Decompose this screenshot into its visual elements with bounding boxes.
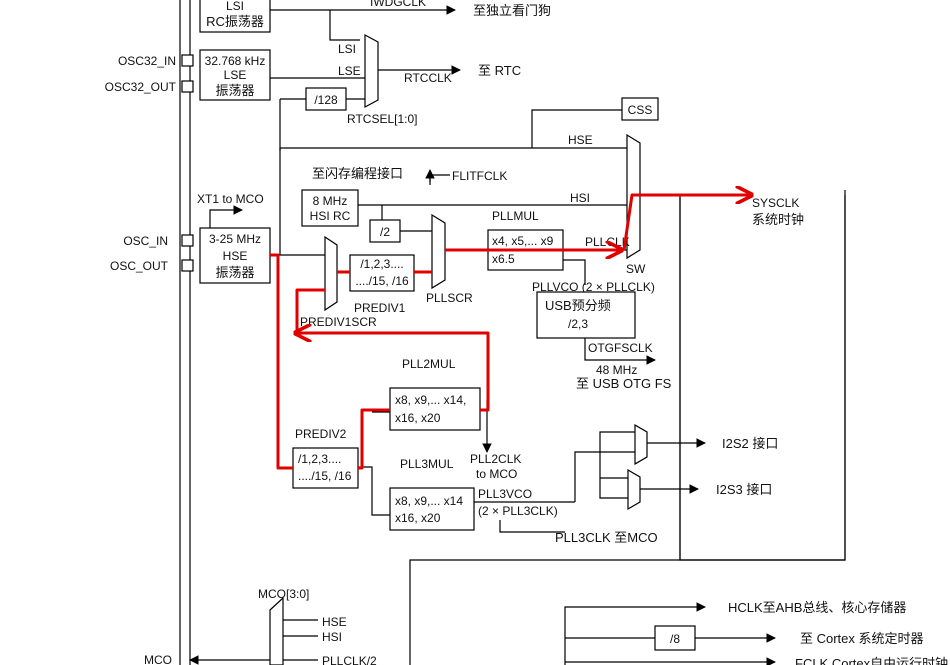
svg-text:SW: SW	[626, 262, 646, 276]
div8-block: /8	[654, 625, 696, 651]
mco-mux: MCO[3:0] HSE HSI PLLCLK/2	[258, 587, 377, 665]
xt1-mco-label: XT1 to MCO	[197, 192, 264, 206]
iwdg-dest-label: 至独立看门狗	[473, 3, 551, 18]
svg-text:PLLSCR: PLLSCR	[426, 291, 473, 305]
i2s2-mux	[634, 423, 648, 466]
svg-text:..../15, /16: ..../15, /16	[298, 469, 352, 483]
svg-text:OSC_IN: OSC_IN	[123, 234, 168, 248]
i2s3-mux	[627, 468, 641, 511]
svg-text:PLL3MUL: PLL3MUL	[400, 457, 454, 471]
svg-text:MCO: MCO	[144, 653, 172, 665]
prediv1-mux: PREDIV1SCR	[300, 235, 377, 329]
svg-text:HSE: HSE	[322, 615, 347, 629]
svg-text:HSI RC: HSI RC	[310, 209, 351, 223]
sysclk-label: SYSCLK	[752, 196, 799, 210]
pll3clk-mco-label: PLL3CLK 至MCO	[555, 530, 658, 545]
svg-text:HSI: HSI	[322, 630, 342, 644]
svg-text:LSI: LSI	[226, 0, 244, 13]
usb-dest-label: 至 USB OTG FS	[576, 376, 672, 391]
svg-text:..../15, /16: ..../15, /16	[355, 274, 409, 288]
svg-text:PREDIV2: PREDIV2	[295, 427, 347, 441]
usb-prescaler-block: USB预分频 /2,3	[536, 291, 636, 339]
svg-text:x6.5: x6.5	[492, 252, 515, 266]
svg-text:/2: /2	[380, 225, 390, 239]
pin-osc-in: OSC_IN	[123, 234, 194, 248]
pllscr-mux: PLLSCR	[426, 213, 473, 305]
svg-text:HSI: HSI	[570, 191, 590, 205]
pin-mco: MCO	[144, 653, 270, 665]
svg-text:RTCSEL[1:0]: RTCSEL[1:0]	[347, 112, 417, 126]
svg-text:PLL2CLK: PLL2CLK	[470, 452, 521, 466]
pll3vco-sub-label: (2 × PLL3CLK)	[478, 504, 558, 518]
div2-block: /2	[369, 219, 401, 243]
i2s3-label: I2S3 接口	[716, 482, 772, 497]
svg-text:HSE: HSE	[223, 249, 248, 263]
svg-text:PLLCLK/2: PLLCLK/2	[322, 654, 377, 665]
svg-text:振荡器: 振荡器	[215, 83, 254, 98]
svg-text:USB预分频: USB预分频	[545, 298, 611, 313]
svg-text:/1,2,3....: /1,2,3....	[298, 452, 341, 466]
svg-text:OSC32_IN: OSC32_IN	[118, 54, 176, 68]
flash-label: 至闪存编程接口	[312, 166, 403, 181]
hse-block: 3-25 MHz HSE 振荡器	[199, 227, 271, 284]
cortex-timer-label: 至 Cortex 系统定时器	[800, 631, 924, 646]
svg-text:MCO[3:0]: MCO[3:0]	[258, 587, 309, 601]
rtcclk-label: RTCCLK	[404, 71, 452, 85]
svg-text:LSI: LSI	[338, 42, 356, 56]
svg-text:x16, x20: x16, x20	[395, 511, 441, 525]
svg-text:HSE: HSE	[568, 133, 593, 147]
sysclk-cn-label: 系统时钟	[752, 212, 804, 227]
otgfsclk-label: OTGFSCLK	[588, 341, 653, 355]
lsi-block: LSI RC振荡器	[199, 0, 271, 33]
i2s2-label: I2S2 接口	[722, 436, 778, 451]
svg-text:PREDIV1SCR: PREDIV1SCR	[300, 315, 377, 329]
svg-text:振荡器: 振荡器	[215, 265, 254, 280]
svg-text:PLL2MUL: PLL2MUL	[402, 357, 456, 371]
svg-text:/1,2,3....: /1,2,3....	[360, 257, 403, 271]
pllvco-label: PLLVCO (2 × PLLCLK)	[532, 280, 655, 294]
svg-text:OSC32_OUT: OSC32_OUT	[105, 80, 177, 94]
svg-text:LSE: LSE	[224, 68, 247, 82]
svg-text:CSS: CSS	[628, 103, 653, 117]
prediv2-block: PREDIV2 /1,2,3.... ..../15, /16	[292, 427, 359, 489]
pll3vco-label: PLL3VCO	[478, 487, 532, 501]
svg-text:OSC_OUT: OSC_OUT	[110, 259, 169, 273]
svg-text:/2,3: /2,3	[568, 317, 588, 331]
pin-osc32-in: OSC32_IN	[118, 54, 194, 68]
svg-text:PREDIV1: PREDIV1	[354, 301, 406, 315]
svg-text:PLLMUL: PLLMUL	[492, 209, 539, 223]
hsi-block: 8 MHz HSI RC	[301, 189, 359, 227]
svg-text:RC振荡器: RC振荡器	[206, 14, 264, 29]
rtc-dest-label: 至 RTC	[478, 63, 521, 78]
pin-osc-out: OSC_OUT	[110, 259, 194, 273]
iwdgclk-label: IWDGCLK	[370, 0, 426, 9]
div128-block: /128	[305, 87, 347, 111]
fclk-label: FCLK Cortex自由运行时钟	[795, 656, 948, 665]
pllmul-block: PLLMUL x4, x5,... x9 x6.5	[487, 209, 564, 271]
highlighted-clock-path	[270, 195, 750, 470]
hclk-label: HCLK至AHB总线、核心存储器	[728, 600, 906, 615]
usb-freq-label: 48 MHz	[596, 363, 637, 377]
lse-block: 32.768 kHz LSE 振荡器	[199, 49, 271, 101]
svg-text:LSE: LSE	[338, 64, 361, 78]
rtc-mux: LSI LSE RTCSEL[1:0]	[338, 33, 417, 126]
svg-text:8 MHz: 8 MHz	[313, 194, 348, 208]
svg-text:/8: /8	[670, 632, 680, 646]
svg-text:x4, x5,... x9: x4, x5,... x9	[492, 234, 554, 248]
prediv1-block: /1,2,3.... ..../15, /16 PREDIV1	[349, 254, 415, 315]
svg-text:x16, x20: x16, x20	[395, 411, 441, 425]
svg-text:x8, x9,... x14: x8, x9,... x14	[395, 494, 463, 508]
svg-text:3-25 MHz: 3-25 MHz	[209, 232, 261, 246]
css-block: CSS	[621, 97, 659, 121]
svg-text:32.768 kHz: 32.768 kHz	[205, 54, 266, 68]
svg-text:x8, x9,... x14,: x8, x9,... x14,	[395, 393, 466, 407]
pll3mul-block: PLL3MUL x8, x9,... x14 x16, x20	[389, 457, 475, 531]
pin-osc32-out: OSC32_OUT	[105, 80, 194, 94]
svg-text:/128: /128	[314, 93, 338, 107]
flitfclk-label: FLITFCLK	[452, 169, 507, 183]
svg-text:to MCO: to MCO	[476, 467, 517, 481]
